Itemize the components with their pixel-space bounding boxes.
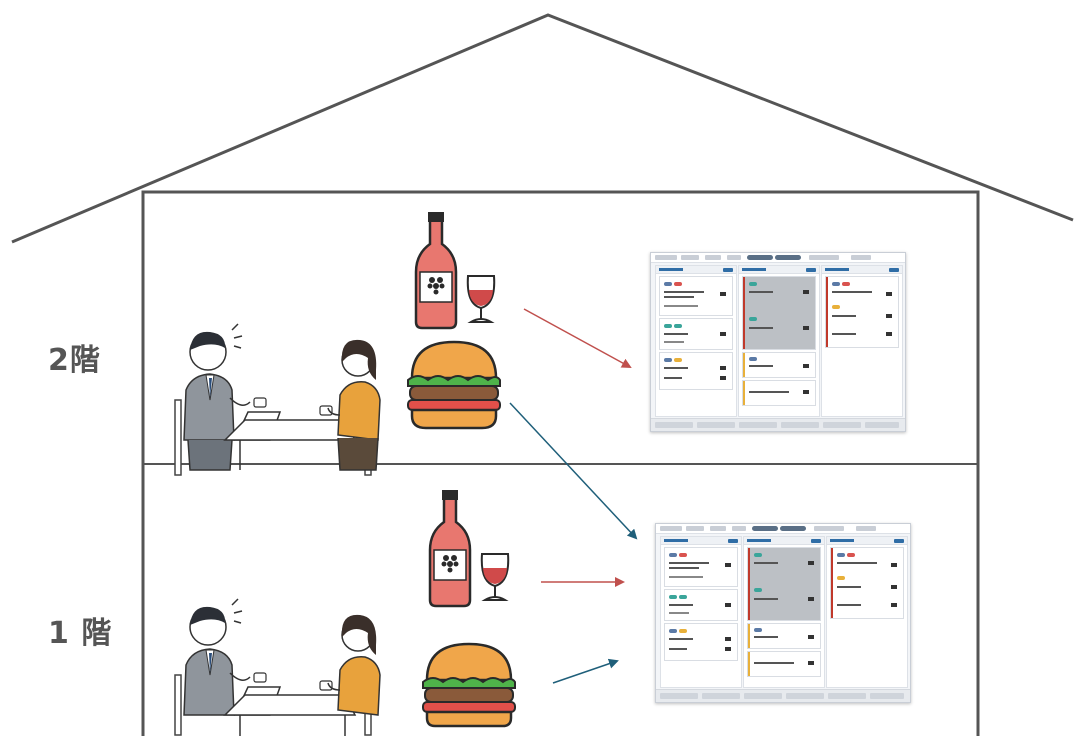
kds-column [655,265,737,417]
arrow-2f-food [509,402,638,540]
kds-column [826,536,908,688]
kitchen-display-2f [650,252,906,432]
wine-2f-icon [414,212,496,330]
wine-1f-icon [428,490,510,608]
floor-label-2f: 2階 [48,343,101,378]
kds-footer [656,689,910,702]
floor-label-1f: 1 階 [48,616,113,651]
customers-2f-icon [174,323,381,476]
burger-1f-icon [422,642,516,728]
burger-2f-icon [407,340,501,430]
kds-column [738,265,820,417]
arrow-2f-drink [523,308,632,368]
kds-topbar [651,253,905,263]
kds-topbar [656,524,910,534]
kds-column [743,536,825,688]
kds-column [660,536,742,688]
arrow-1f-food [552,658,619,684]
kds-column [821,265,903,417]
kds-footer [651,418,905,431]
customers-1f-icon [174,598,381,736]
roof-line [11,13,1074,244]
kitchen-display-1f [655,523,911,703]
